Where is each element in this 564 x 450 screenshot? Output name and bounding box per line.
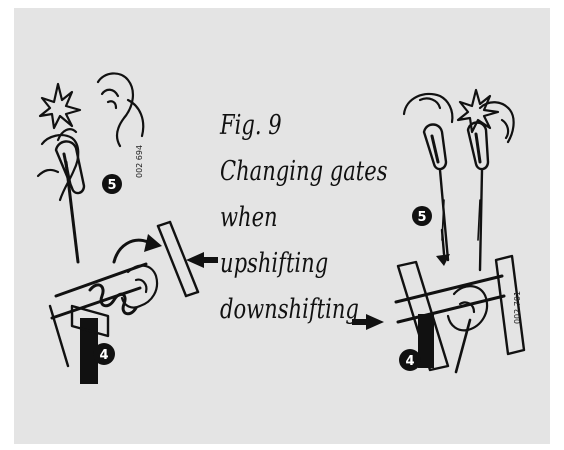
position-4-badge: 4 <box>93 343 115 365</box>
figure-number: Fig. 9 <box>220 112 282 139</box>
svg-text:4: 4 <box>405 354 414 369</box>
figure-title-line1: Changing gates <box>220 158 388 185</box>
position-4-badge: 4 <box>399 349 421 371</box>
motion-arrow-icon <box>144 234 162 252</box>
part-code: 002 694 <box>135 145 144 178</box>
position-5-badge: 5 <box>412 206 432 226</box>
spark-icon <box>458 90 498 132</box>
svg-text:5: 5 <box>107 178 116 193</box>
spark-icon <box>40 84 80 128</box>
upshifting-label: upshifting <box>220 250 328 277</box>
upshift-arrow-icon <box>186 252 218 268</box>
upshift-illustration: 5 4 002 694 <box>28 66 208 386</box>
figure-panel: 5 4 002 694 <box>14 8 550 444</box>
downshift-arrow-icon <box>352 314 384 330</box>
svg-text:5: 5 <box>417 210 426 225</box>
figure-title-line2: when <box>220 204 278 231</box>
downshifting-label: downshifting <box>220 296 359 323</box>
part-code: 002 701 <box>513 291 522 324</box>
svg-text:4: 4 <box>99 348 108 363</box>
downshift-illustration: 5 4 002 701 <box>384 70 544 390</box>
position-5-badge: 5 <box>102 174 122 194</box>
